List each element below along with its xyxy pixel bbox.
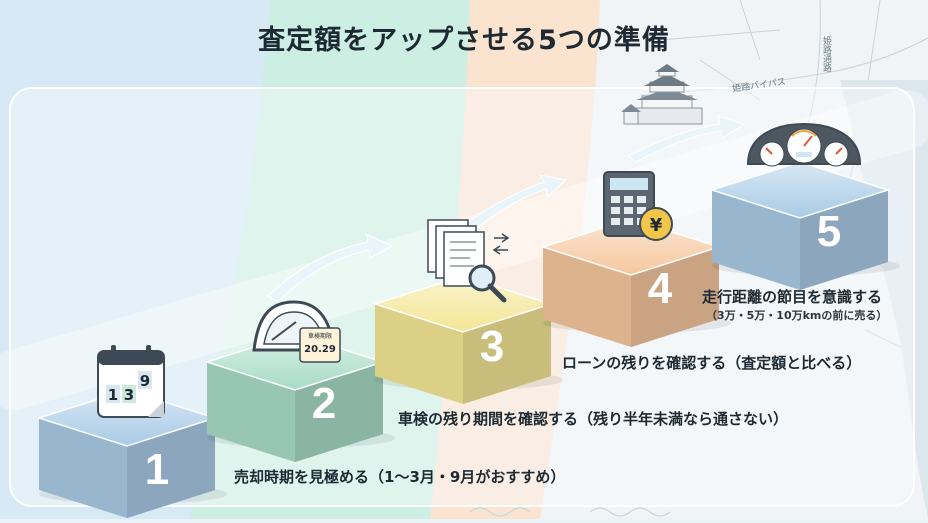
step-block-side xyxy=(631,247,719,347)
calculator-yen-icon: ¥ xyxy=(603,171,673,241)
step-number-3: 3 xyxy=(480,322,504,371)
step-block-4 xyxy=(540,218,731,347)
calendar-digit-3: 3 xyxy=(124,386,134,404)
step-block-gloss xyxy=(712,162,888,218)
flow-arrows xyxy=(267,115,746,303)
step-block-1 xyxy=(36,389,227,518)
calendar-icon: 1 3 9 xyxy=(97,345,165,418)
documents-magnifier-icon xyxy=(427,219,510,303)
step-1-label: 売却時期を見極める（1〜3月・9月がおすすめ） xyxy=(234,468,566,486)
step-3-label: ローンの残りを確認する（査定額と比べる） xyxy=(562,354,862,372)
calendar-digit-1: 1 xyxy=(108,386,118,404)
wave-lines xyxy=(469,507,671,517)
calendar-digit-9: 9 xyxy=(140,372,150,390)
speedometer-icon xyxy=(746,122,862,167)
yen-symbol: ¥ xyxy=(650,215,663,236)
step-block-side xyxy=(295,362,383,462)
step-number-4: 4 xyxy=(648,264,673,313)
map-label-road: 姫路通路 xyxy=(821,36,831,72)
page-title: 査定額をアップさせる5つの準備 xyxy=(258,25,670,56)
step-block-side xyxy=(463,304,551,404)
step-block-gloss xyxy=(375,276,551,332)
step-number-1: 1 xyxy=(145,445,169,494)
map-coastline xyxy=(840,80,928,519)
step-number-2: 2 xyxy=(312,379,336,428)
step-block-side xyxy=(800,190,888,290)
windshield-inspection-sticker-icon: 車検期限 20.29 xyxy=(252,300,341,363)
castle-icon xyxy=(621,64,703,125)
sticker-value: 20.29 xyxy=(304,344,336,355)
step-2-label: 車検の残り期間を確認する（残り半年未満なら通さない） xyxy=(398,410,789,428)
step-5-sublabel: （3万・5万・10万kmの前に売る） xyxy=(706,309,888,322)
step-block-gloss xyxy=(543,219,719,275)
step-number-5: 5 xyxy=(817,207,841,256)
step-block-5 xyxy=(709,161,900,290)
step-block-3 xyxy=(372,275,563,404)
step-block-side xyxy=(127,418,215,518)
step-5-label: 走行距離の節目を意識する xyxy=(702,288,883,306)
sticker-title: 車検期限 xyxy=(308,332,332,340)
